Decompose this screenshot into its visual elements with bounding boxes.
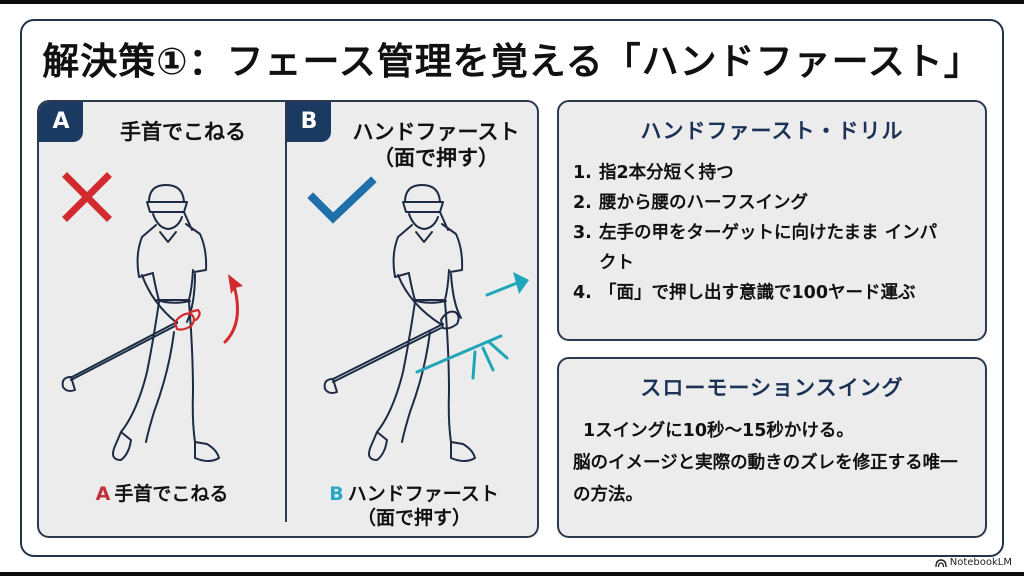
column-b-title-line2: （面で押す） — [373, 146, 499, 170]
drill-item-number: 1. — [573, 163, 592, 183]
drill-item-text: 腰から腰のハーフスイング — [599, 193, 808, 213]
slow-motion-line1: 1スイングに10秒〜15秒かける。 — [583, 421, 854, 441]
column-divider — [285, 102, 287, 522]
bottom-letterbox-bar — [0, 572, 1024, 576]
drill-item-number: 3. — [573, 223, 592, 243]
slow-motion-swing-card: スローモーションスイング 1スイングに10秒〜15秒かける。 脳のイメージと実際… — [557, 357, 987, 538]
slow-motion-body: 1スイングに10秒〜15秒かける。 脳のイメージと実際の動きのズレを修正する唯一… — [573, 415, 971, 511]
drill-item: 3. 左手の甲をターゲットに向けたまま インパクト — [573, 218, 985, 278]
drill-item: 1. 指2本分短く持つ — [573, 158, 985, 188]
caption-a-text: 手首でこねる — [114, 483, 229, 505]
drill-item-text: 「面」で押し出す意識で100ヤード運ぶ — [599, 283, 916, 303]
drill-item-text: 左手の甲をターゲットに向けたまま インパクト — [599, 223, 938, 273]
drill-list: 1. 指2本分短く持つ 2. 腰から腰のハーフスイング 3. 左手の甲をターゲットに向… — [573, 158, 985, 308]
column-a-title: 手首でこねる — [120, 120, 246, 144]
cross-icon — [62, 172, 112, 222]
check-icon — [307, 176, 377, 224]
column-b-title: ハンドファースト （面で押す） — [331, 119, 537, 171]
hand-first-drill-card: ハンドファースト・ドリル 1. 指2本分短く持つ 2. 腰から腰のハーフスイング 3… — [557, 100, 987, 341]
caption-b-line2: （面で押す） — [356, 507, 471, 529]
drill-item: 2. 腰から腰のハーフスイング — [573, 188, 985, 218]
drill-item-number: 2. — [573, 193, 592, 213]
caption-a-letter: A — [95, 483, 111, 505]
slow-motion-heading: スローモーションスイング — [640, 376, 904, 400]
drill-heading: ハンドファースト・ドリル — [640, 119, 904, 143]
tag-a-badge: A — [39, 102, 83, 142]
notebooklm-logo-icon — [935, 559, 947, 568]
comparison-panel: A 手首でこねる B ハンドファースト （面で押す） — [37, 100, 539, 538]
caption-b-line1: ハンドファースト — [347, 483, 499, 505]
tag-b-badge: B — [287, 102, 331, 142]
brand-label: NotebookLM — [949, 557, 1012, 568]
golfer-hand-first-illustration — [307, 176, 529, 462]
drill-item-number: 4. — [573, 283, 592, 303]
notebooklm-watermark: NotebookLM — [935, 556, 1012, 570]
column-b-title-line1: ハンドファースト — [352, 120, 520, 144]
slow-motion-line2: 脳のイメージと実際の動きのズレを修正する唯一の方法。 — [573, 453, 958, 505]
top-letterbox-bar — [0, 0, 1024, 4]
slide-title: 解決策①：フェース管理を覚える「ハンドファースト」 — [42, 40, 982, 83]
drill-item: 4. 「面」で押し出す意識で100ヤード運ぶ — [573, 278, 985, 308]
drill-item-text: 指2本分短く持つ — [599, 163, 734, 183]
caption-b-letter: B — [329, 483, 344, 505]
golfer-wrist-flip-illustration — [61, 172, 243, 462]
